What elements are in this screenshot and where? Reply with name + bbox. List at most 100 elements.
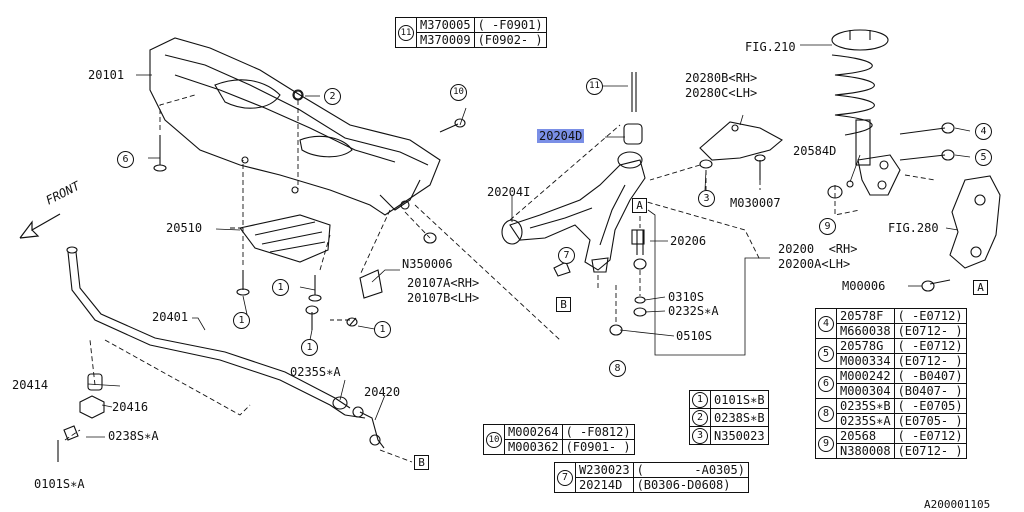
table-5-key: 5 (818, 346, 834, 362)
table-cell: (F0902- ) (473, 32, 547, 48)
stabilizer-link-drawing (352, 406, 385, 449)
callout-4[interactable]: 4 (975, 123, 992, 140)
knuckle-drawing (921, 175, 1001, 292)
ref-a-knuckle[interactable]: A (973, 280, 988, 295)
table-cell: 0235S∗B (836, 398, 895, 414)
table-4-5-6-8-9: 4 20578F( -E0712) M660038(E0712- ) 5 205… (815, 308, 967, 459)
table-11: 11 M370005( -F0901) M370009(F0902- ) (395, 17, 547, 48)
table-8-key: 8 (818, 406, 834, 422)
label-fig210: FIG.210 (745, 40, 796, 54)
label-20204i: 20204I (487, 185, 531, 199)
label-0101s-a: 0101S∗A (34, 477, 85, 491)
bushing-drawing (57, 373, 105, 462)
table-7: 7 W230023( -A0305) 20214D(B0306-D0608) (554, 462, 749, 493)
label-n350006: N350006 (402, 257, 453, 271)
bracket-20280-drawing (699, 121, 783, 180)
table-cell: 20578F (836, 308, 895, 324)
label-fig280: FIG.280 (888, 221, 939, 235)
table-cell: (E0712- ) (893, 323, 967, 339)
table-4-key: 4 (818, 316, 834, 332)
label-0238s-a: 0238S∗A (108, 429, 159, 443)
table-key-1: 1 (692, 392, 708, 408)
label-0235s-a: 0235S∗A (290, 365, 341, 379)
table-cell: ( -E0705) (893, 398, 967, 414)
table-cell: ( -E0712) (893, 428, 967, 444)
table-cell: (E0712- ) (893, 443, 967, 459)
label-20414: 20414 (12, 378, 49, 392)
label-m00006: M00006 (842, 279, 886, 293)
diagram-id: A200001105 (924, 498, 991, 511)
table-cell: N380008 (836, 443, 895, 459)
ref-a-arm[interactable]: A (632, 198, 647, 213)
callout-3[interactable]: 3 (698, 190, 715, 207)
label-20204d-highlighted[interactable]: 20204D (537, 129, 585, 143)
label-20280b: 20280B<RH> (685, 71, 758, 85)
label-20107b: 20107B<LH> (407, 291, 480, 305)
label-20107a: 20107A<RH> (407, 276, 480, 290)
table-cell: M370005 (416, 17, 475, 33)
table-cell: (B0306-D0608) (632, 477, 749, 493)
callout-8[interactable]: 8 (609, 360, 626, 377)
table-cell: M370009 (416, 32, 475, 48)
table-cell: 0235S∗A (836, 413, 895, 429)
callout-11[interactable]: 11 (586, 78, 603, 95)
table-cell: M000304 (836, 383, 895, 399)
ref-b-link[interactable]: B (414, 455, 429, 470)
label-20420: 20420 (364, 385, 401, 399)
table-key-3: 3 (692, 428, 708, 444)
callout-6[interactable]: 6 (117, 151, 134, 168)
bolts-drawing (153, 90, 466, 410)
crossmember-drawing (149, 37, 441, 216)
table-cell: (F0901- ) (561, 439, 635, 455)
label-0232s-a: 0232S∗A (668, 304, 719, 318)
table-cell: 20568 (836, 428, 895, 444)
label-20101: 20101 (88, 68, 125, 82)
table-cell: ( -E0712) (893, 338, 967, 354)
table-cell: M000362 (504, 439, 563, 455)
table-cell: (E0712- ) (893, 353, 967, 369)
callout-1-d[interactable]: 1 (374, 321, 391, 338)
callout-10[interactable]: 10 (450, 84, 467, 101)
table-cell: M660038 (836, 323, 895, 339)
label-0510s: 0510S (676, 329, 713, 343)
callout-2[interactable]: 2 (324, 88, 341, 105)
table-cell: 20578G (836, 338, 895, 354)
label-20401: 20401 (152, 310, 189, 324)
table-key-2: 2 (692, 410, 708, 426)
table-cell: M000264 (504, 424, 563, 440)
table-cell: ( -E0712) (893, 308, 967, 324)
table-cell: N350023 (710, 426, 769, 445)
stabilizer-bar-drawing (66, 246, 366, 419)
label-20416: 20416 (112, 400, 149, 414)
table-7-key: 7 (557, 470, 573, 486)
label-20200a: 20200A<LH> (778, 257, 851, 271)
table-cell: 20214D (575, 477, 634, 493)
callout-1-c[interactable]: 1 (301, 339, 318, 356)
label-m030007: M030007 (730, 196, 781, 210)
label-20510: 20510 (166, 221, 203, 235)
callout-7[interactable]: 7 (558, 247, 575, 264)
table-cell: M000334 (836, 353, 895, 369)
bracket-20510-drawing (239, 214, 331, 263)
table-cell: ( -B0407) (893, 368, 967, 384)
table-cell: 0238S∗B (710, 408, 769, 427)
strut-drawing (831, 29, 901, 196)
table-6-key: 6 (818, 376, 834, 392)
label-20584d: 20584D (793, 144, 837, 158)
table-9-key: 9 (818, 436, 834, 452)
callout-5[interactable]: 5 (975, 149, 992, 166)
callout-9[interactable]: 9 (819, 218, 836, 235)
table-cell: ( -F0812) (561, 424, 635, 440)
label-20206: 20206 (670, 234, 707, 248)
label-20280c: 20280C<LH> (685, 86, 758, 100)
table-cell: 0101S∗B (710, 390, 769, 409)
ref-b-arm[interactable]: B (556, 297, 571, 312)
table-cell: (B0407- ) (893, 383, 967, 399)
callout-1-b[interactable]: 1 (233, 312, 250, 329)
lower-arm-drawing (501, 72, 647, 336)
table-cell: ( -F0901) (473, 17, 547, 33)
callout-1-a[interactable]: 1 (272, 279, 289, 296)
